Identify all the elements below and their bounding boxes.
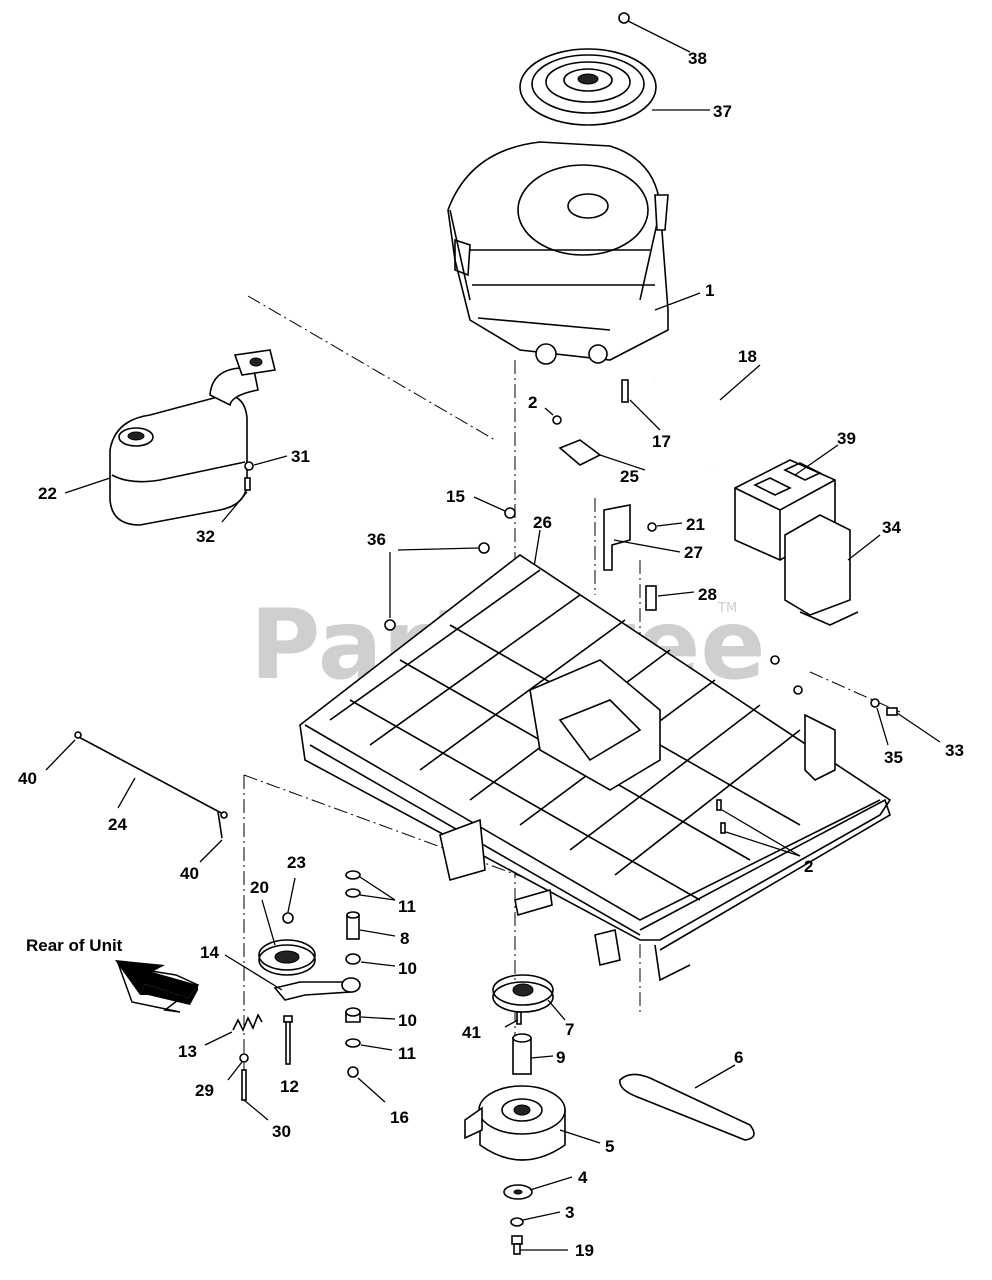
part-15-nut xyxy=(473,496,516,519)
part-2-screw-top xyxy=(544,407,562,425)
part-frame xyxy=(299,554,892,982)
part-27-bracket xyxy=(603,504,681,571)
part-6-belt xyxy=(619,1064,755,1141)
part-36-nuts xyxy=(384,542,490,631)
callout-3: 3 xyxy=(565,1203,574,1222)
rear-of-unit-label: Rear of Unit xyxy=(26,936,123,955)
callout-13: 13 xyxy=(178,1042,197,1061)
part-12-bolt xyxy=(283,1015,293,1065)
part-31-nut xyxy=(244,455,288,471)
part-20-idler-pulley xyxy=(258,899,316,976)
callout-11-bottom: 11 xyxy=(398,1044,416,1063)
callout-35: 35 xyxy=(884,748,903,767)
part-32-bolt xyxy=(221,477,251,523)
callout-6: 6 xyxy=(734,1048,743,1067)
part-21-nut xyxy=(647,522,683,532)
part-38-screw xyxy=(618,12,691,53)
callout-30: 30 xyxy=(272,1122,291,1141)
part-13-spring xyxy=(204,1013,263,1046)
callout-21: 21 xyxy=(686,515,705,534)
callout-40-right: 40 xyxy=(180,864,199,883)
part-24-rod xyxy=(74,731,228,839)
callout-37: 37 xyxy=(713,102,732,121)
part-10-bushings xyxy=(345,953,396,1023)
part-18-fuel-line xyxy=(653,364,761,473)
part-29-nut xyxy=(227,1053,249,1081)
part-2-screws-right xyxy=(716,799,801,857)
part-17-screw xyxy=(621,379,661,431)
part-8-spacer xyxy=(346,911,396,940)
part-14-idler-arm xyxy=(224,954,361,1001)
callout-36: 36 xyxy=(367,530,386,549)
callout-33: 33 xyxy=(945,741,964,760)
callout-29: 29 xyxy=(195,1081,214,1100)
callout-4: 4 xyxy=(578,1168,588,1187)
part-1-engine xyxy=(447,141,701,365)
part-25-bracket xyxy=(558,439,646,471)
callout-38: 38 xyxy=(688,49,707,68)
callout-7: 7 xyxy=(565,1020,574,1039)
callout-11-top: 11 xyxy=(398,897,416,916)
callout-20: 20 xyxy=(250,878,269,897)
callout-24: 24 xyxy=(108,815,127,834)
callout-5: 5 xyxy=(605,1137,614,1156)
callout-23: 23 xyxy=(287,853,306,872)
part-35-washer xyxy=(870,698,889,746)
callout-25: 25 xyxy=(620,467,639,486)
part-28-pin xyxy=(645,585,695,611)
callout-1: 1 xyxy=(705,281,714,300)
part-4-washer xyxy=(503,1176,573,1200)
callout-18: 18 xyxy=(738,347,757,366)
callout-22: 22 xyxy=(38,484,57,503)
part-40-clips xyxy=(45,739,223,863)
callout-2-top: 2 xyxy=(528,393,537,412)
part-41-key xyxy=(504,1011,522,1028)
callout-31: 31 xyxy=(291,447,310,466)
part-16-nut xyxy=(347,1066,386,1103)
callout-17: 17 xyxy=(652,432,671,451)
callout-2-right: 2 xyxy=(804,857,813,876)
callout-34: 34 xyxy=(882,518,901,537)
callout-12: 12 xyxy=(280,1077,299,1096)
callout-19: 19 xyxy=(575,1241,594,1260)
part-37-air-filter-cover xyxy=(519,48,710,126)
part-5-electric-clutch xyxy=(464,1085,601,1161)
callout-10-bottom: 10 xyxy=(398,1011,417,1030)
callout-32: 32 xyxy=(196,527,215,546)
rear-of-unit-arrow: Rear of Unit xyxy=(26,936,200,1013)
watermark-trademark: TM xyxy=(717,601,737,616)
callout-15: 15 xyxy=(446,487,465,506)
callout-8: 8 xyxy=(400,929,409,948)
part-33-bolt xyxy=(886,707,941,743)
part-34-cover xyxy=(784,514,881,626)
callout-16: 16 xyxy=(390,1108,409,1127)
callout-14: 14 xyxy=(200,943,219,962)
part-19-bolt xyxy=(511,1235,568,1255)
part-30-bolt xyxy=(241,1069,269,1121)
part-22-muffler xyxy=(64,349,276,526)
part-11-washers xyxy=(345,870,396,1051)
callout-39: 39 xyxy=(837,429,856,448)
callout-41: 41 xyxy=(462,1023,481,1042)
part-23-nut xyxy=(282,877,296,924)
part-3-lockwasher xyxy=(510,1211,561,1227)
callout-28: 28 xyxy=(698,585,717,604)
callout-26: 26 xyxy=(533,513,552,532)
callout-10-top: 10 xyxy=(398,959,417,978)
callout-labels: 38 37 1 18 2 17 25 39 31 22 32 15 26 21 … xyxy=(18,49,964,1260)
part-7-engine-pulley xyxy=(492,974,566,1021)
callout-27: 27 xyxy=(684,543,703,562)
callout-40-left: 40 xyxy=(18,769,37,788)
callout-9: 9 xyxy=(556,1048,565,1067)
part-9-spacer xyxy=(512,1033,554,1075)
